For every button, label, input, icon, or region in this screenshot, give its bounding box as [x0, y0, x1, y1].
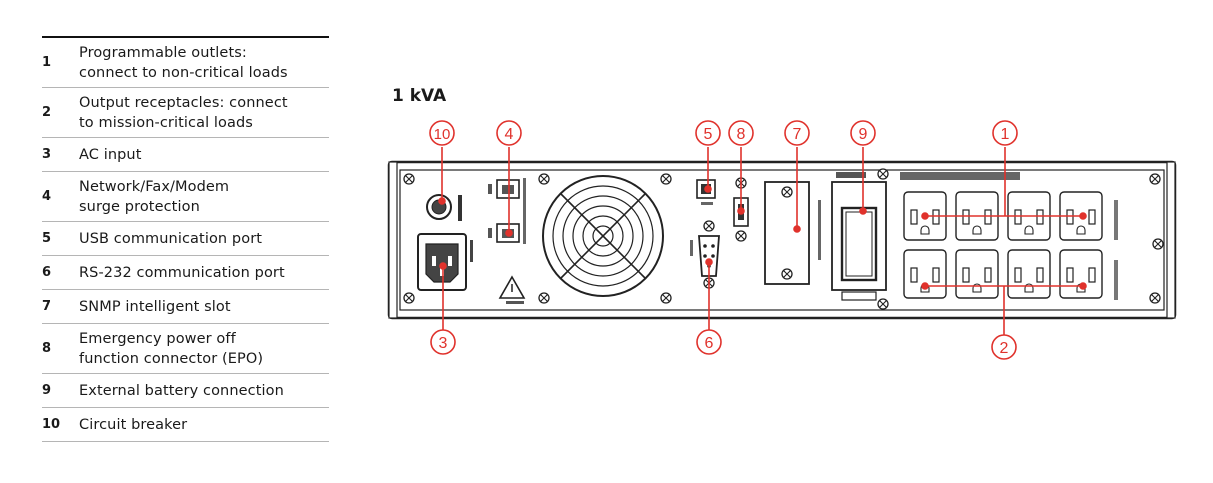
legend-description: RS-232 communication port — [79, 264, 285, 281]
legend-number: 2 — [42, 104, 52, 120]
legend-line: Output receptacles: connect — [79, 94, 288, 111]
legend-row-4: 4 Network/Fax/Modem surge protection — [42, 172, 329, 222]
callout-7: 7 — [784, 120, 810, 146]
legend-row-10: 10 Circuit breaker — [42, 408, 329, 442]
legend-line: surge protection — [79, 198, 200, 215]
svg-text:2: 2 — [1000, 340, 1009, 357]
svg-text:3: 3 — [439, 335, 448, 352]
diagram-title: 1 kVA — [392, 86, 447, 106]
fan-grille-icon — [542, 175, 664, 297]
legend-number: 8 — [42, 340, 52, 356]
legend-description: SNMP intelligent slot — [79, 298, 231, 315]
snmp-slot-icon — [764, 181, 821, 285]
external-battery-connector-icon — [831, 172, 887, 301]
svg-text:9: 9 — [859, 126, 868, 143]
legend-row-3: 3 AC input — [42, 138, 329, 172]
legend-row-5: 5 USB communication port — [42, 222, 329, 256]
callout-9: 9 — [850, 120, 876, 146]
legend-description: AC input — [79, 146, 142, 163]
legend-number: 7 — [42, 298, 52, 314]
callout-10: 10 — [429, 120, 455, 146]
svg-text:8: 8 — [737, 126, 746, 143]
legend-row-8: 8 Emergency power off function connector … — [42, 324, 329, 374]
rs232-port-icon — [690, 220, 720, 289]
legend-line: function connector (EPO) — [79, 350, 264, 367]
legend-number: 5 — [42, 230, 52, 246]
callout-4: 4 — [496, 120, 522, 146]
legend-description: Network/Fax/Modem surge protection — [79, 177, 329, 217]
svg-text:6: 6 — [705, 335, 714, 352]
callout-8: 8 — [728, 120, 754, 146]
legend-description: USB communication port — [79, 230, 263, 247]
ac-input-socket-icon — [417, 233, 473, 291]
legend-description: Circuit breaker — [79, 416, 188, 433]
legend-description: Emergency power off function connector (E… — [79, 329, 329, 369]
callout-markers: 10 4 5 8 7 9 1 3 — [429, 120, 1018, 360]
legend-number: 3 — [42, 146, 52, 162]
svg-text:5: 5 — [704, 126, 713, 143]
callout-leaders — [438, 147, 1087, 335]
legend-line: Emergency power off — [79, 330, 236, 347]
legend-description: Programmable outlets: connect to non-crit… — [79, 43, 329, 83]
svg-text:4: 4 — [505, 126, 514, 143]
legend-number: 10 — [42, 416, 61, 432]
ups-rear-panel-diagram: 10 4 5 8 7 9 1 3 — [387, 120, 1177, 360]
legend-row-1: 1 Programmable outlets: connect to non-cr… — [42, 38, 329, 88]
callout-1: 1 — [992, 120, 1018, 146]
svg-text:1: 1 — [1001, 126, 1010, 143]
legend-description: Output receptacles: connect to mission-cr… — [79, 93, 329, 133]
callout-5: 5 — [695, 120, 721, 146]
legend-description: External battery connection — [79, 382, 284, 399]
legend-number: 4 — [42, 188, 52, 204]
svg-text:10: 10 — [434, 126, 451, 143]
legend-row-7: 7 SNMP intelligent slot — [42, 290, 329, 324]
legend-number: 9 — [42, 382, 52, 398]
svg-text:7: 7 — [793, 126, 802, 143]
callout-6: 6 — [696, 329, 722, 355]
warning-triangle-icon — [498, 275, 526, 304]
legend-row-2: 2 Output receptacles: connect to mission-… — [42, 88, 329, 138]
callout-2: 2 — [991, 334, 1017, 360]
callout-3: 3 — [430, 329, 456, 355]
legend-row-9: 9 External battery connection — [42, 374, 329, 408]
legend-number: 6 — [42, 264, 52, 280]
component-legend: 1 Programmable outlets: connect to non-cr… — [42, 36, 329, 442]
legend-line: connect to non-critical loads — [79, 64, 288, 81]
legend-number: 1 — [42, 54, 52, 70]
legend-row-6: 6 RS-232 communication port — [42, 256, 329, 290]
legend-line: Programmable outlets: — [79, 44, 247, 61]
legend-line: to mission-critical loads — [79, 114, 253, 131]
legend-line: Network/Fax/Modem — [79, 178, 230, 195]
